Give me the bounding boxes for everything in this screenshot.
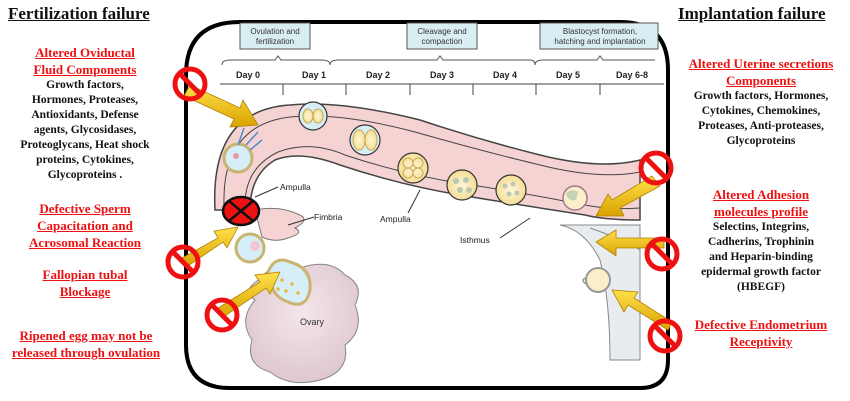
left-item-ovulation: Ripened egg may not be released through … bbox=[0, 327, 172, 361]
prohibition-icon bbox=[204, 297, 240, 333]
body-line: Cytokines, Chemokines, bbox=[701, 105, 821, 117]
day-label: Day 6-8 bbox=[616, 70, 648, 80]
heading-line: Defective Sperm bbox=[39, 201, 131, 216]
fimbria bbox=[254, 207, 305, 241]
left-item-tubal-blockage: Fallopian tubal Blockage bbox=[0, 266, 170, 300]
day-label: Day 0 bbox=[236, 70, 260, 80]
heading-line: Receptivity bbox=[729, 334, 793, 349]
stage-label: compaction bbox=[422, 37, 463, 46]
left-item-oviductal-fluid: Altered Oviductal Fluid Components Growt… bbox=[0, 44, 170, 183]
ampulla-label-lower: Ampulla bbox=[380, 214, 411, 224]
body-line: Cadherins, Trophinin bbox=[707, 236, 815, 248]
body-line: epidermal growth factor bbox=[701, 266, 821, 278]
hatching-blastocyst bbox=[582, 267, 611, 293]
stage-label: Blastocyst formation, bbox=[563, 27, 637, 36]
right-item-uterine-secretions: Altered Uterine secretions Components Gr… bbox=[672, 55, 850, 149]
stage-box-cleavage: Cleavage and compaction bbox=[406, 22, 478, 50]
day-ticks bbox=[282, 84, 601, 95]
day-labels: Day 0 Day 1 Day 2 Day 3 Day 4 Day 5 Day … bbox=[236, 70, 648, 80]
heading-line: Acrosomal Reaction bbox=[28, 235, 142, 250]
stage-label: hatching and implantation bbox=[554, 37, 645, 46]
body-line: Glycoproteins . bbox=[47, 169, 123, 181]
heading-line: Ripened egg may not be bbox=[19, 328, 153, 343]
heading-line: Altered Oviductal bbox=[35, 45, 135, 60]
heading-line: Blockage bbox=[59, 284, 111, 299]
body-line: Growth factors, bbox=[46, 79, 124, 91]
body-line: proteins, Cytokines, bbox=[36, 154, 134, 166]
body-line: Selectins, Integrins, bbox=[712, 221, 810, 233]
tubal-blockage-marker bbox=[221, 195, 261, 227]
body-line: Antioxidants, Defense bbox=[31, 109, 139, 121]
heading-line: released through ovulation bbox=[11, 345, 161, 360]
arrow-endometrium bbox=[611, 289, 673, 331]
heading-line: Defective Endometrium bbox=[694, 317, 828, 332]
heading-line: Fluid Components bbox=[33, 62, 137, 77]
implantation-failure-title: Implantation failure bbox=[678, 4, 826, 23]
left-item-sperm-capacitation: Defective Sperm Capacitation and Acrosom… bbox=[0, 200, 170, 251]
fertilization-failure-title: Fertilization failure bbox=[8, 4, 150, 23]
stage-label: fertilization bbox=[256, 37, 294, 46]
body-line: and Heparin-binding bbox=[709, 251, 813, 263]
prohibition-icon bbox=[165, 244, 201, 280]
heading-line: Altered Adhesion bbox=[712, 187, 810, 202]
stage-label: Ovulation and bbox=[250, 27, 299, 36]
heading-line: Altered Uterine secretions bbox=[688, 56, 834, 71]
stage-box-blastocyst: Blastocyst formation, hatching and impla… bbox=[539, 22, 659, 50]
prohibition-icon bbox=[172, 66, 208, 102]
right-item-endometrium: Defective Endometrium Receptivity bbox=[672, 316, 850, 350]
body-line: Glycoproteins bbox=[726, 135, 796, 147]
prohibition-icon bbox=[647, 318, 683, 354]
ovary-label: Ovary bbox=[300, 317, 325, 327]
heading-line: Fallopian tubal bbox=[42, 267, 128, 282]
isthmus-label: Isthmus bbox=[460, 235, 490, 245]
brace-blastocyst bbox=[534, 55, 655, 66]
stage-label: Cleavage and bbox=[417, 27, 466, 36]
day-label: Day 1 bbox=[302, 70, 326, 80]
body-line: agents, Glycosidases, bbox=[33, 124, 137, 136]
heading-line: Capacitation and bbox=[37, 218, 133, 233]
body-line: Hormones, Proteases, bbox=[31, 94, 139, 106]
ovulated-egg bbox=[234, 232, 266, 264]
body-line: Growth factors, Hormones, bbox=[693, 90, 829, 102]
embryo-day3 bbox=[397, 152, 429, 184]
body-line: Proteoglycans, Heat shock bbox=[20, 139, 150, 151]
day-label: Day 4 bbox=[493, 70, 517, 80]
embryo-day4 bbox=[446, 169, 478, 201]
blastocyst bbox=[562, 185, 588, 211]
heading-line: Components bbox=[725, 73, 797, 88]
heading-line: molecules profile bbox=[714, 204, 808, 219]
day-label: Day 5 bbox=[556, 70, 580, 80]
embryo-day1 bbox=[298, 101, 328, 131]
prohibition-signs bbox=[165, 66, 683, 354]
embryo-morula bbox=[495, 174, 527, 206]
ampulla-label-upper: Ampulla bbox=[280, 182, 311, 192]
right-item-adhesion-molecules: Altered Adhesion molecules profile Selec… bbox=[672, 186, 850, 295]
body-line: Proteases, Anti-proteases, bbox=[698, 120, 824, 132]
embryo-day2 bbox=[349, 124, 381, 156]
body-line: (HBEGF) bbox=[737, 281, 785, 293]
brace-cleavage bbox=[329, 55, 536, 66]
fimbria-label: Fimbria bbox=[314, 212, 343, 222]
day-label: Day 2 bbox=[366, 70, 390, 80]
day-label: Day 3 bbox=[430, 70, 454, 80]
brace-ovulation bbox=[221, 55, 331, 66]
stage-box-ovulation: Ovulation and fertilization bbox=[239, 22, 311, 50]
prohibition-icon bbox=[644, 236, 680, 272]
prohibition-icon bbox=[638, 150, 674, 186]
